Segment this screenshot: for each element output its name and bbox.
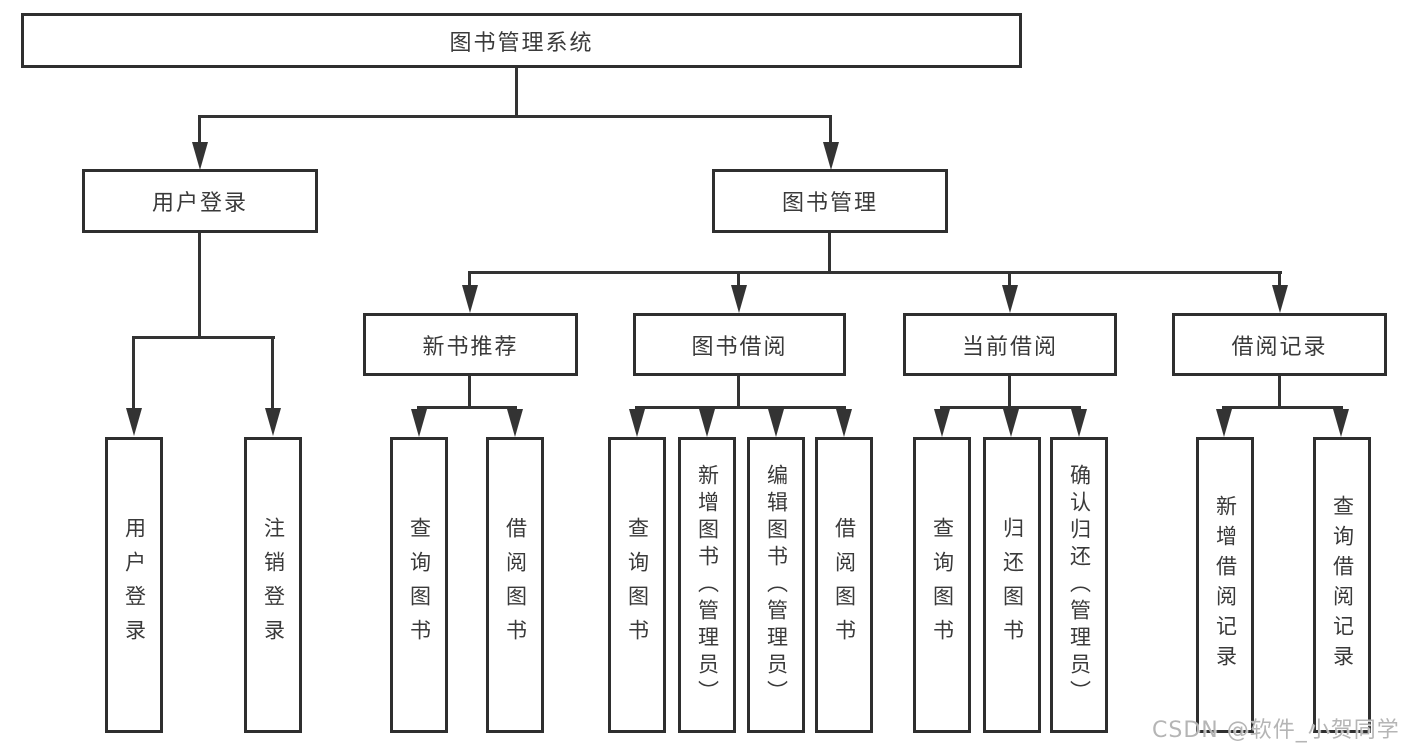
arrow-down-icon [192, 142, 208, 170]
arrow-down-icon [629, 409, 645, 437]
connector-hline [132, 336, 275, 339]
node-library-system: 图书管理系统 [21, 13, 1022, 68]
arrow-down-icon [934, 409, 950, 437]
arrow-down-icon [462, 285, 478, 313]
connector-vline [198, 115, 201, 145]
arrow-down-icon [1216, 409, 1232, 437]
connector-vline [132, 336, 135, 410]
connector-vline [271, 336, 274, 410]
arrow-down-icon [699, 409, 715, 437]
arrow-down-icon [823, 142, 839, 170]
node-user-login: 用户登录 [82, 169, 318, 233]
connector-hline [940, 406, 1081, 409]
arrow-down-icon [265, 408, 281, 436]
connector-hline [468, 271, 1282, 274]
connector-vline [198, 233, 201, 339]
node-new-book-recommend: 新书推荐 [363, 313, 578, 376]
connector-hline [198, 115, 832, 118]
connector-vline [1278, 376, 1281, 409]
leaf-query-books-borrow: 查询图书 [608, 437, 666, 733]
leaf-logout: 注销登录 [244, 437, 302, 733]
arrow-down-icon [1071, 409, 1087, 437]
arrow-down-icon [126, 408, 142, 436]
arrow-down-icon [1272, 285, 1288, 313]
leaf-query-borrow-record: 查询借阅记录 [1313, 437, 1371, 733]
arrow-down-icon [836, 409, 852, 437]
arrow-down-icon [731, 285, 747, 313]
connector-vline [1278, 271, 1281, 287]
node-book-management: 图书管理 [712, 169, 948, 233]
connector-vline [829, 115, 832, 145]
leaf-query-books-recommend: 查询图书 [390, 437, 448, 733]
node-current-borrow: 当前借阅 [903, 313, 1117, 376]
node-borrow-records: 借阅记录 [1172, 313, 1387, 376]
connector-hline [417, 406, 517, 409]
leaf-add-book-admin: 新增图书（管理员） [678, 437, 736, 733]
connector-vline [468, 271, 471, 287]
arrow-down-icon [1333, 409, 1349, 437]
leaf-user-login: 用户登录 [105, 437, 163, 733]
leaf-return-book: 归还图书 [983, 437, 1041, 733]
arrow-down-icon [1003, 409, 1019, 437]
connector-vline [468, 376, 471, 409]
connector-hline [1222, 406, 1343, 409]
connector-vline [515, 68, 518, 118]
node-book-borrow: 图书借阅 [633, 313, 846, 376]
watermark: CSDN @软件_小贺同学 [1152, 718, 1400, 743]
connector-vline [1008, 271, 1011, 287]
connector-hline [635, 406, 846, 409]
leaf-borrow-books-recommend: 借阅图书 [486, 437, 544, 733]
leaf-query-books-current: 查询图书 [913, 437, 971, 733]
connector-vline [828, 233, 831, 274]
leaf-add-borrow-record: 新增借阅记录 [1196, 437, 1254, 733]
connector-vline [1008, 376, 1011, 409]
arrow-down-icon [1002, 285, 1018, 313]
connector-vline [737, 271, 740, 287]
leaf-edit-book-admin: 编辑图书（管理员） [747, 437, 805, 733]
arrow-down-icon [507, 409, 523, 437]
leaf-borrow-books: 借阅图书 [815, 437, 873, 733]
connector-vline [737, 376, 740, 409]
arrow-down-icon [411, 409, 427, 437]
arrow-down-icon [768, 409, 784, 437]
leaf-confirm-return-admin: 确认归还（管理员） [1050, 437, 1108, 733]
